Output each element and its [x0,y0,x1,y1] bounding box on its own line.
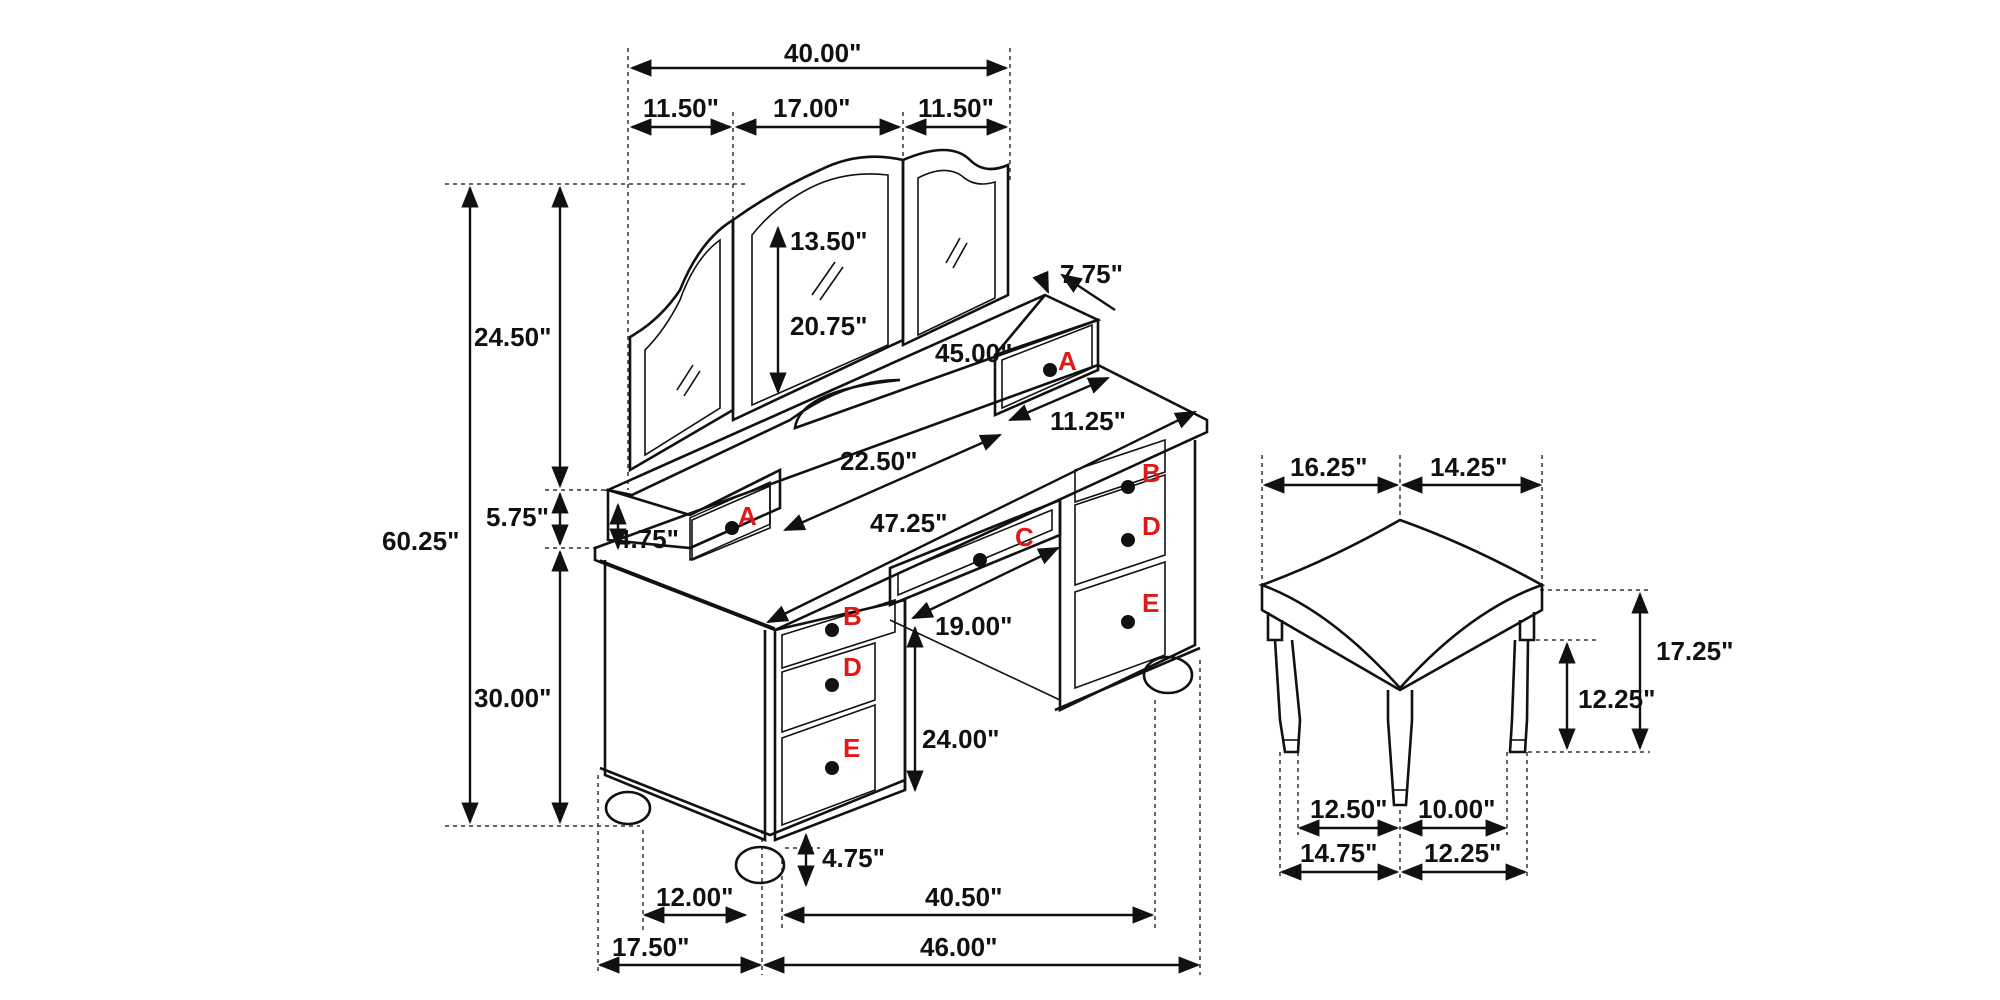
drawer-label-a-right: A [1058,346,1077,376]
mirror-inner-height: 20.75" [790,311,867,341]
drawer-label-d-right: D [1142,511,1161,541]
knee-depth: 19.00" [935,611,1012,641]
hutch-depth: 7.75" [1060,259,1123,289]
stool-top-width: 14.25" [1430,452,1507,482]
dimension-labels: 40.00" 11.50" 17.00" 11.50" 13.50" 20.75… [382,38,1126,962]
foot-height: 4.75" [822,843,885,873]
drawer-label-c-center: C [1015,522,1034,552]
hutch-drawer-height: 4.75" [616,524,679,554]
stool-inner-width: 10.00" [1418,794,1495,824]
drawer-label-b-right: B [1142,458,1161,488]
stool-overall-height: 17.25" [1656,636,1733,666]
drawer-label-e-right: E [1142,588,1159,618]
stool-illustration [1258,518,1546,807]
stool-leg-height: 12.25" [1578,684,1655,714]
mirror-height: 24.50" [474,322,551,352]
drawer-label-e-left: E [843,733,860,763]
side-depth: 12.00" [656,882,733,912]
vanity-dimension-lines [461,59,1201,974]
knee-height: 24.00" [922,724,999,754]
mirror-total-width: 40.00" [784,38,861,68]
overall-height: 60.25" [382,526,459,556]
stool-dimension-lines [1262,476,1649,881]
mirror-side-left: 11.50" [643,93,719,123]
drawer-label-a-left: A [738,501,757,531]
mirror-side-right: 11.50" [918,93,994,123]
drawer-label-d-left: D [843,652,862,682]
desk-depth: 17.50" [612,932,689,962]
hutch-gap: 11.25" [1050,406,1126,436]
drawer-labels: A A B B C D D E E [738,346,1161,763]
mirror-center: 17.00" [773,93,850,123]
stool-outer-depth: 14.75" [1300,838,1377,868]
desk-height: 30.00" [474,683,551,713]
stool-outer-width: 12.25" [1424,838,1501,868]
desk-top-width: 47.25" [870,508,947,538]
drawer-label-b-left: B [843,601,862,631]
hutch-width: 45.00" [935,338,1012,368]
mirror-inner-width: 13.50" [790,226,867,256]
top-arch-width: 22.50" [840,446,917,476]
extension-lines [445,48,1650,975]
desk-width: 46.00" [920,932,997,962]
stool-inner-depth: 12.50" [1310,794,1387,824]
stool-dimension-labels: 16.25" 14.25" 17.25" 12.25" 12.50" 10.00… [1290,452,1733,868]
stool-top-depth: 16.25" [1290,452,1367,482]
hutch-height: 5.75" [486,502,549,532]
knee-width: 40.50" [925,882,1002,912]
